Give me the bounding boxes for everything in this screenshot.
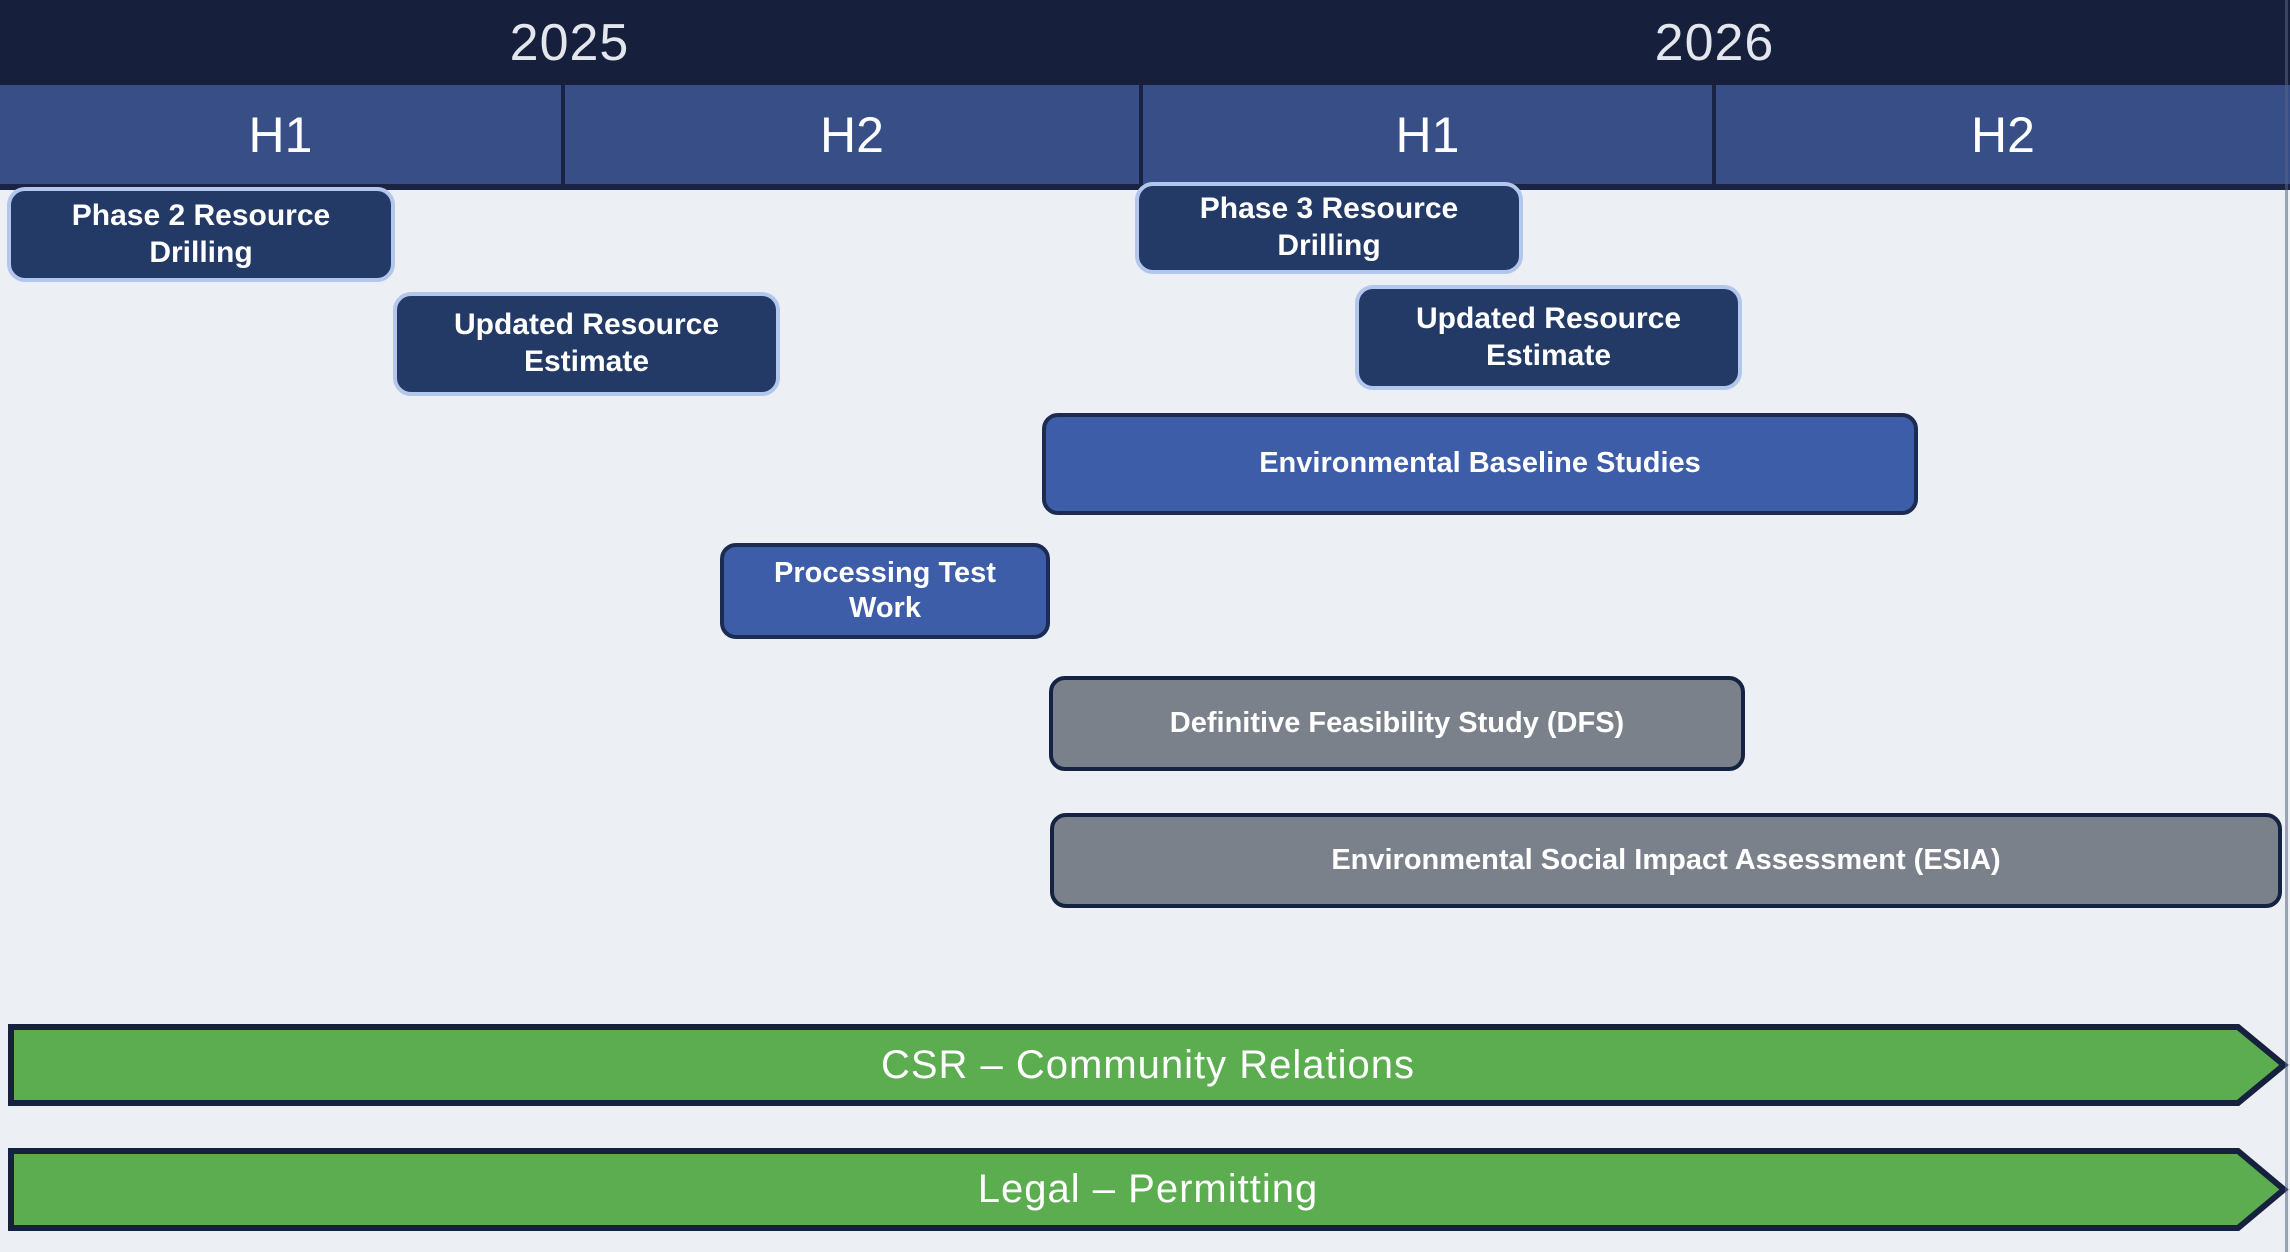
year-2025-header: 2025 [0,0,1139,85]
half-label: H1 [1395,106,1460,163]
year-label: 2026 [1654,13,1775,72]
workstream-arrow-label: CSR – Community Relations [880,1042,1416,1087]
half-2025-h2-header: H2 [561,85,1139,184]
task-bar-processing-test-work: Processing Test Work [720,543,1050,639]
year-label: 2025 [509,13,630,72]
slide-right-edge-line [2285,0,2288,1252]
workstream-arrow-csr-community-relations: CSR – Community Relations [8,1024,2289,1106]
half-2026-h1-header: H1 [1139,85,1712,184]
task-bar-environmental-social-impact-assessment-esia: Environmental Social Impact Assessment (… [1050,813,2282,908]
task-bar-updated-resource-estimate-1: Updated Resource Estimate [393,292,780,396]
half-label: H2 [1971,106,2035,163]
half-label: H2 [820,106,884,163]
task-bar-phase-2-resource-drilling: Phase 2 Resource Drilling [7,187,395,282]
half-2025-h1-header: H1 [0,85,561,184]
year-2026-header: 2026 [1139,0,2290,85]
half-2026-h2-header: H2 [1712,85,2290,184]
year-header-row: 2025 2026 [0,0,2290,85]
workstream-arrow-label: Legal – Permitting [977,1167,1319,1211]
task-bar-phase-3-resource-drilling: Phase 3 Resource Drilling [1135,182,1523,274]
workstream-arrow-legal-permitting: Legal – Permitting [8,1148,2289,1231]
task-bar-definitive-feasibility-study-dfs: Definitive Feasibility Study (DFS) [1049,676,1745,771]
task-bar-updated-resource-estimate-2: Updated Resource Estimate [1355,285,1742,390]
task-bar-environmental-baseline-studies: Environmental Baseline Studies [1042,413,1918,515]
half-label: H1 [248,106,313,163]
